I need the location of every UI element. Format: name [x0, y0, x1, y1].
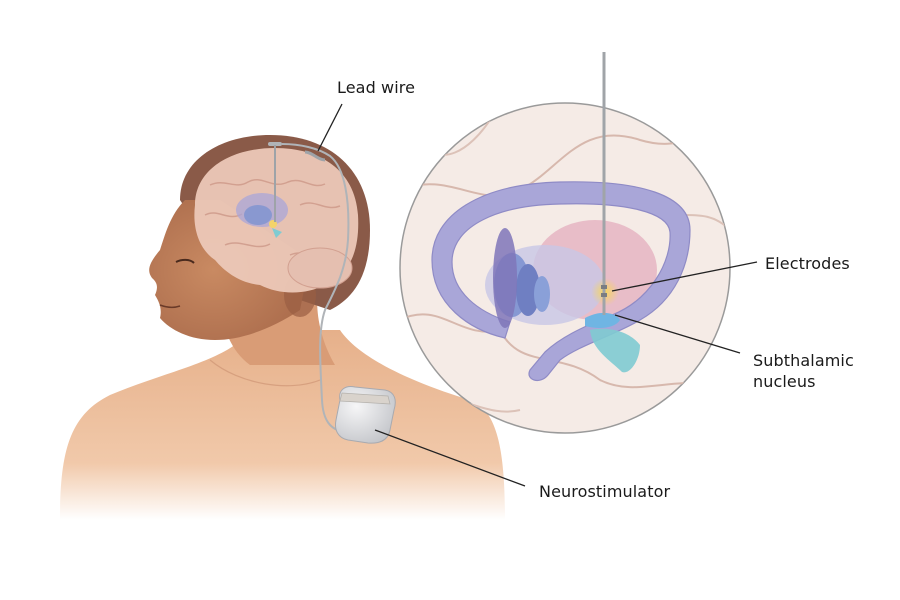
- leader-subthalamic: [614, 314, 741, 354]
- label-subthalamic-line2: nucleus: [753, 372, 816, 391]
- lead-wire: [268, 142, 385, 433]
- label-neurostimulator: Neurostimulator: [539, 482, 671, 501]
- label-electrodes: Electrodes: [765, 254, 850, 273]
- neurostimulator-device: [335, 386, 396, 444]
- magnified-inset: [399, 102, 731, 434]
- leader-lines: [317, 103, 758, 487]
- leader-neurostimulator: [374, 429, 526, 487]
- label-lead-wire: Lead wire: [337, 78, 416, 97]
- label-subthalamic-nucleus: Subthalamic nucleus: [753, 350, 883, 392]
- leader-lead-wire: [317, 103, 343, 152]
- torso: [60, 330, 505, 520]
- brain: [194, 148, 359, 293]
- label-subthalamic-line1: Subthalamic: [753, 351, 854, 370]
- leader-electrodes: [611, 261, 758, 292]
